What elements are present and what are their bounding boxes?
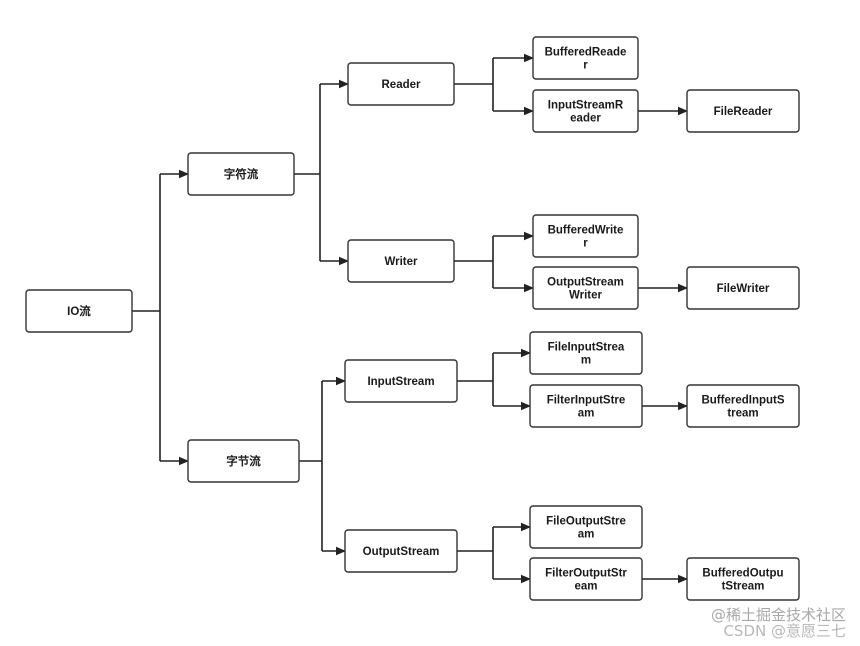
node-box bbox=[347, 62, 455, 106]
node-box bbox=[529, 384, 643, 428]
node-label: FileInputStrea bbox=[548, 342, 625, 354]
node-filewriter: FileWriter bbox=[686, 266, 800, 310]
node-io: IO流 bbox=[25, 289, 133, 333]
node-writer: Writer bbox=[347, 239, 455, 283]
node-label: BufferedInputS bbox=[701, 395, 784, 407]
node-label: Writer bbox=[384, 256, 418, 268]
node-box bbox=[529, 505, 643, 549]
node-label: r bbox=[583, 60, 588, 72]
node-label: FilterOutputStr bbox=[545, 568, 627, 580]
node-label: Reader bbox=[382, 79, 422, 91]
node-label: tStream bbox=[722, 581, 765, 593]
node-label: tream bbox=[727, 408, 758, 420]
node-label: eam bbox=[574, 581, 597, 593]
node-box bbox=[347, 239, 455, 283]
node-box bbox=[686, 557, 800, 601]
node-box bbox=[686, 266, 800, 310]
node-label: FileWriter bbox=[717, 283, 770, 295]
node-byte: 字节流 bbox=[187, 439, 300, 483]
node-box bbox=[187, 152, 295, 196]
node-label: InputStream bbox=[367, 376, 434, 388]
node-box bbox=[686, 384, 800, 428]
node-label: BufferedReade bbox=[545, 47, 627, 59]
node-box bbox=[532, 214, 639, 258]
node-label: m bbox=[581, 355, 591, 367]
watermark-csdn: CSDN @意愿三七 bbox=[723, 622, 846, 640]
node-label: 字符流 bbox=[224, 167, 259, 181]
node-box bbox=[529, 557, 643, 601]
node-label: BufferedWrite bbox=[548, 225, 624, 237]
node-char: 字符流 bbox=[187, 152, 295, 196]
node-reader: Reader bbox=[347, 62, 455, 106]
node-label: IO流 bbox=[67, 304, 91, 318]
node-label: am bbox=[578, 408, 595, 420]
node-box bbox=[187, 439, 300, 483]
node-label: BufferedOutpu bbox=[702, 568, 783, 580]
node-label: r bbox=[583, 238, 588, 250]
node-inputstream: InputStream bbox=[344, 359, 458, 403]
node-label: FilterInputStre bbox=[547, 395, 626, 407]
node-box bbox=[532, 36, 639, 80]
node-label: 字节流 bbox=[226, 454, 261, 468]
node-box bbox=[686, 89, 800, 133]
node-label: OutputStream bbox=[547, 277, 624, 289]
node-box bbox=[532, 89, 639, 133]
watermark-juejin: @稀土掘金技术社区 bbox=[710, 606, 846, 624]
node-label: OutputStream bbox=[363, 546, 440, 558]
node-label: InputStreamR bbox=[548, 100, 624, 112]
node-box bbox=[532, 266, 639, 310]
node-box bbox=[344, 359, 458, 403]
node-filereader: FileReader bbox=[686, 89, 800, 133]
node-label: FileOutputStre bbox=[546, 516, 626, 528]
node-box bbox=[529, 331, 643, 375]
node-outputstream: OutputStream bbox=[344, 529, 458, 573]
node-box bbox=[344, 529, 458, 573]
node-label: FileReader bbox=[714, 106, 773, 118]
node-box bbox=[25, 289, 133, 333]
node-label: am bbox=[578, 529, 595, 541]
node-label: eader bbox=[570, 113, 601, 125]
node-label: Writer bbox=[569, 290, 603, 302]
